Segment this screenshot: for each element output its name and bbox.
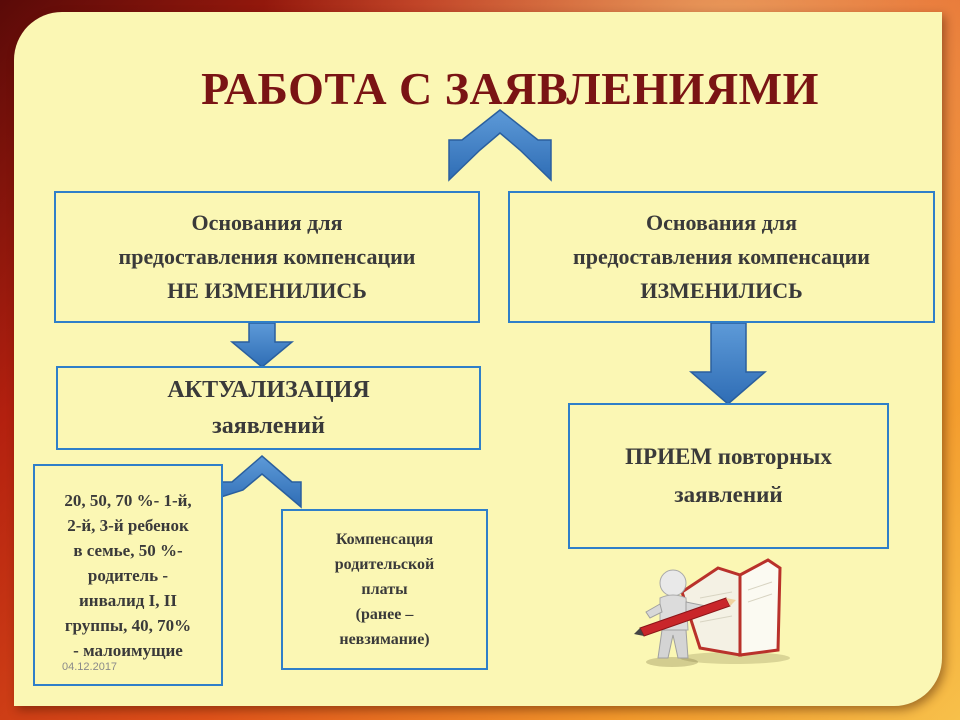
box-percentages: 20, 50, 70 %- 1-й, 2-й, 3-й ребенок в се… — [33, 464, 223, 686]
box-grounds-changed-line3: ИЗМЕНИЛИСЬ — [640, 278, 803, 303]
box-percentages-line: 20, 50, 70 %- 1-й, — [64, 490, 192, 510]
page-title: РАБОТА С ЗАЯВЛЕНИЯМИ — [201, 63, 819, 114]
box-grounds-unchanged-line2: предоставления компенсации — [118, 244, 416, 269]
split-arrow-top — [448, 109, 552, 182]
box-percentages-line: инвалид I, II — [79, 590, 177, 610]
box-reception-line2: заявлений — [674, 482, 783, 507]
box-grounds-unchanged-line1: Основания для — [191, 210, 343, 235]
box-actualization: АКТУАЛИЗАЦИЯ заявлений — [56, 366, 481, 450]
box-actualization-line1: АКТУАЛИЗАЦИЯ — [167, 377, 370, 403]
box-grounds-unchanged-line3: НЕ ИЗМЕНИЛИСЬ — [167, 278, 367, 303]
box-grounds-unchanged: Основания для предоставления компенсации… — [54, 191, 480, 323]
box-percentages-line: группы, 40, 70% — [64, 615, 192, 635]
box-grounds-changed: Основания для предоставления компенсации… — [508, 191, 935, 323]
box-reception-line1: ПРИЕМ повторных — [625, 444, 832, 469]
split-arrow-bottom — [220, 455, 302, 509]
box-compensation-line: платы — [361, 581, 408, 598]
box-compensation-line: (ранее – — [355, 606, 414, 623]
box-compensation-line: невзимание) — [339, 631, 430, 648]
box-reception: ПРИЕМ повторных заявлений — [568, 403, 889, 549]
box-grounds-changed-line1: Основания для — [645, 210, 797, 235]
box-percentages-line: - малоимущие — [73, 640, 183, 660]
arrow-down-right — [688, 322, 768, 405]
box-grounds-changed-line2: предоставления компенсации — [573, 244, 870, 269]
arrow-down-left — [229, 322, 295, 368]
box-percentages-line: в семье, 50 %- — [73, 540, 183, 560]
box-percentages-line: родитель - — [87, 565, 169, 585]
box-compensation-line: родительской — [334, 556, 435, 573]
box-percentages-line: 2-й, 3-й ребенок — [67, 515, 189, 535]
box-compensation: Компенсация родительской платы (ранее – … — [281, 509, 488, 670]
box-actualization-line2: заявлений — [212, 413, 325, 439]
slide-date: 04.12.2017 — [62, 661, 118, 673]
box-compensation-line: Компенсация — [335, 531, 434, 548]
